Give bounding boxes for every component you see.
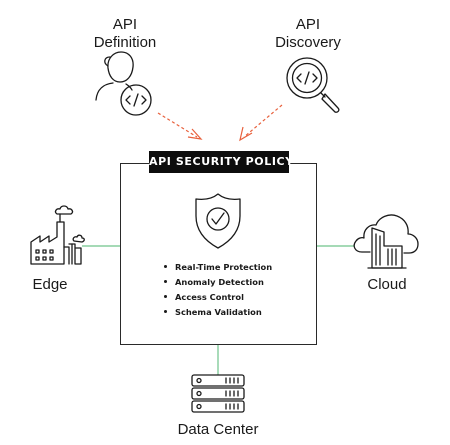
policy-feature-text: Real-Time Protection — [175, 262, 273, 272]
policy-feature-item: Access Control — [164, 290, 272, 305]
api-discovery-line-2: Discovery — [275, 34, 341, 51]
policy-feature-text: Schema Validation — [175, 307, 262, 317]
policy-feature-text: Anomaly Detection — [175, 277, 264, 287]
policy-feature-text: Access Control — [175, 292, 244, 302]
policy-feature-list: Real-Time Protection Anomaly Detection A… — [164, 260, 272, 320]
api-discovery-line-1: API — [295, 16, 321, 33]
factory-icon — [30, 205, 85, 265]
policy-feature-item: Anomaly Detection — [164, 275, 272, 290]
policy-feature-item: Schema Validation — [164, 305, 272, 320]
cloud-building-icon — [353, 214, 419, 269]
magnifier-code-icon — [286, 57, 340, 113]
discovery-arrow — [239, 104, 283, 142]
api-definition-label: API Definition — [85, 16, 165, 52]
shield-check-icon — [195, 193, 241, 249]
bullet-icon — [164, 295, 167, 298]
api-definition-line-2: Definition — [93, 34, 157, 51]
policy-title: API SECURITY POLICY — [149, 151, 293, 173]
bullet-icon — [164, 265, 167, 268]
person-code-icon — [95, 51, 152, 116]
api-definition-line-1: API — [112, 16, 138, 33]
edge-label: Edge — [32, 276, 68, 293]
bullet-icon — [164, 280, 167, 283]
bullet-icon — [164, 310, 167, 313]
api-discovery-label: API Discovery — [268, 16, 348, 52]
definition-arrow — [157, 112, 203, 140]
cloud-label: Cloud — [367, 276, 407, 293]
server-rack-icon — [191, 374, 245, 413]
policy-feature-item: Real-Time Protection — [164, 260, 272, 275]
data-center-label: Data Center — [177, 421, 259, 438]
